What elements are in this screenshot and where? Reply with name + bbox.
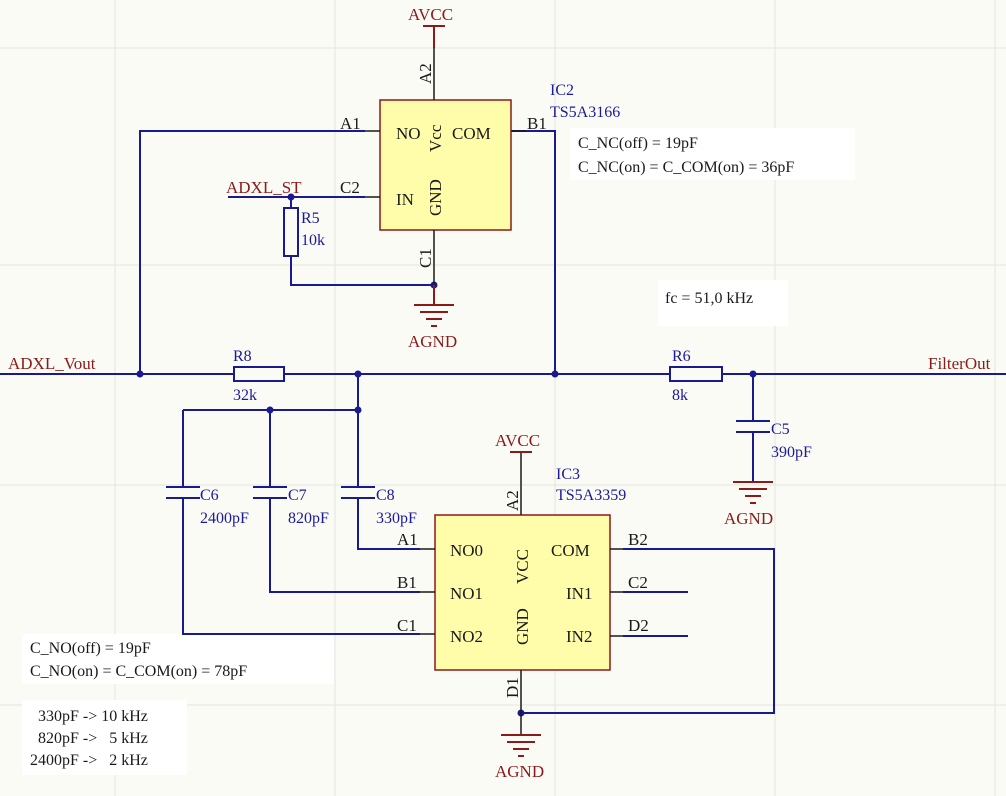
ic3-in2-label: IN2 (566, 627, 592, 646)
ic2-pin-b1: B1 (527, 114, 547, 133)
avcc-label-ic3: AVCC (495, 431, 540, 450)
ic3-gnd-label: GND (513, 608, 532, 645)
note-freq-330pf: 330pF -> 10 kHz (38, 708, 148, 725)
r5-value: 10k (301, 232, 325, 249)
ic3-pin-c2: C2 (628, 573, 648, 592)
c7-value: 820pF (288, 510, 329, 527)
ic2-pin-a1: A1 (340, 114, 361, 133)
r6-value: 8k (672, 387, 688, 404)
c8-value: 330pF (376, 510, 417, 527)
ic3-no1-label: NO1 (450, 584, 483, 603)
ic2-pin-a2: A2 (416, 63, 435, 84)
avcc-power-symbol-ic3: AVCC (495, 431, 540, 453)
ic3-no0-label: NO0 (450, 541, 483, 560)
r6-resistor[interactable]: R6 8k (669, 348, 723, 404)
ic3-note-box (22, 634, 334, 684)
c6-designator: C6 (200, 487, 219, 504)
avcc-power-symbol-ic2: AVCC (408, 5, 453, 48)
ic3-no2-label: NO2 (450, 627, 483, 646)
fc-note-box (658, 280, 788, 326)
c7-capacitor[interactable]: C7 820pF (253, 486, 329, 527)
net-label-filterout: FilterOut (928, 354, 991, 373)
ic3-pin-d1: D1 (503, 677, 522, 698)
note-ic3-cap-on: C_NO(on) = C_COM(on) = 78pF (30, 663, 247, 680)
ic3-body (434, 514, 611, 671)
note-ic2-cap-off: C_NC(off) = 19pF (578, 135, 698, 152)
ic2-in-label: IN (396, 190, 414, 209)
ic2-note-box (570, 128, 855, 180)
ic3-vcc-label: VCC (513, 549, 532, 584)
ic3-pin-a2: A2 (503, 490, 522, 511)
r8-designator: R8 (233, 348, 252, 365)
ic2-pin-c2: C2 (340, 178, 360, 197)
note-ic3-cap-off: C_NO(off) = 19pF (30, 640, 151, 657)
c5-value: 390pF (771, 444, 812, 461)
r5-designator: R5 (301, 210, 320, 227)
ic2-com-label: COM (452, 124, 491, 143)
c6-value: 2400pF (200, 510, 249, 527)
agnd-label-c5: AGND (724, 509, 773, 528)
ic3-pin-d2: D2 (628, 616, 649, 635)
agnd-label-ic3: AGND (495, 762, 544, 781)
ic2-designator: IC2 (550, 82, 574, 99)
freq-note-box (22, 700, 187, 775)
ic2-body (379, 99, 512, 231)
r8-value: 32k (233, 387, 257, 404)
ic2-gnd-label: GND (426, 179, 445, 216)
c8-capacitor[interactable]: C8 330pF (341, 486, 417, 527)
avcc-label-ic2: AVCC (408, 5, 453, 24)
ic3-in1-label: IN1 (566, 584, 592, 603)
ic2-part-number: TS5A3166 (550, 104, 620, 121)
r6-body (669, 366, 723, 382)
note-freq-820pf: 820pF -> 5 kHz (38, 730, 148, 747)
agnd-ground-symbol-ic2: AGND (408, 285, 457, 351)
c5-designator: C5 (771, 421, 790, 438)
c6-capacitor[interactable]: C6 2400pF (166, 486, 249, 527)
ic3-pin-b2: B2 (628, 530, 648, 549)
c8-designator: C8 (376, 487, 395, 504)
ic2-pin-c1: C1 (416, 248, 435, 268)
agnd-ground-symbol-ic3: AGND (495, 734, 544, 781)
ic3-com-label: COM (551, 541, 590, 560)
ic3-pin-c1: C1 (397, 616, 417, 635)
c5-capacitor[interactable]: C5 390pF (736, 420, 812, 461)
note-freq-2400pf: 2400pF -> 2 kHz (30, 752, 148, 769)
c7-designator: C7 (288, 487, 307, 504)
wires (0, 130, 1006, 714)
r6-designator: R6 (672, 348, 691, 365)
r8-resistor[interactable]: R8 32k (233, 348, 285, 404)
ic3-designator: IC3 (556, 466, 580, 483)
ic3-part-number: TS5A3359 (556, 487, 626, 504)
ic3-pin-a1: A1 (397, 530, 418, 549)
note-cutoff-frequency: fc = 51,0 kHz (665, 290, 753, 307)
agnd-label-ic2: AGND (408, 332, 457, 351)
r5-resistor[interactable]: R5 10k (283, 207, 325, 257)
note-ic2-cap-on: C_NC(on) = C_COM(on) = 36pF (578, 159, 794, 176)
junction-dots (136, 193, 757, 717)
ic2-no-label: NO (396, 124, 421, 143)
r8-body (233, 366, 285, 382)
ic3-symbol[interactable]: NO0 NO1 NO2 COM IN1 IN2 VCC GND A1 B1 C1… (397, 452, 649, 735)
agnd-ground-symbol-c5: AGND (724, 481, 773, 528)
net-label-adxl-vout: ADXL_Vout (8, 354, 96, 373)
ic2-vcc-label: Vcc (426, 124, 445, 152)
ic2-symbol[interactable]: NO COM IN Vcc GND A1 C2 B1 A2 C1 IC2 TS5… (340, 48, 620, 285)
net-label-adxl-st: ADXL_ST (226, 178, 302, 197)
r5-body (283, 207, 299, 257)
ic3-pin-b1: B1 (397, 573, 417, 592)
